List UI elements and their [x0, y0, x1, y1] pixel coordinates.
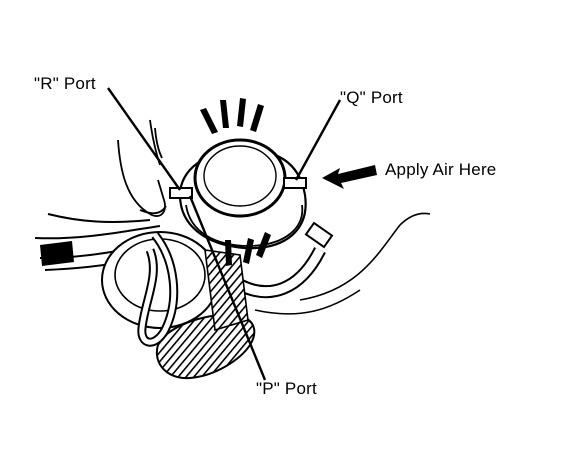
vent-marks-bottom — [225, 232, 271, 266]
apply-air-arrow — [322, 165, 377, 189]
r-port-nipple — [169, 187, 193, 199]
right-hose-clamp — [304, 221, 334, 249]
vent-marks-top — [200, 98, 264, 134]
q-port-label: "Q" Port — [340, 88, 403, 107]
valve-dome — [193, 138, 287, 218]
right-surface-lower — [254, 289, 361, 315]
r-port-leader — [107, 87, 181, 191]
right-surface-outline — [299, 212, 431, 301]
q-port-nipple — [283, 177, 307, 189]
apply-air-label: Apply Air Here — [385, 160, 497, 179]
p-port-label: "P" Port — [256, 379, 317, 398]
q-port-leader — [294, 99, 342, 181]
p-port-leader — [188, 195, 267, 381]
valve-dome-inner — [203, 145, 277, 207]
wire-connector — [40, 241, 74, 266]
r-port-label: "R" Port — [34, 74, 96, 93]
